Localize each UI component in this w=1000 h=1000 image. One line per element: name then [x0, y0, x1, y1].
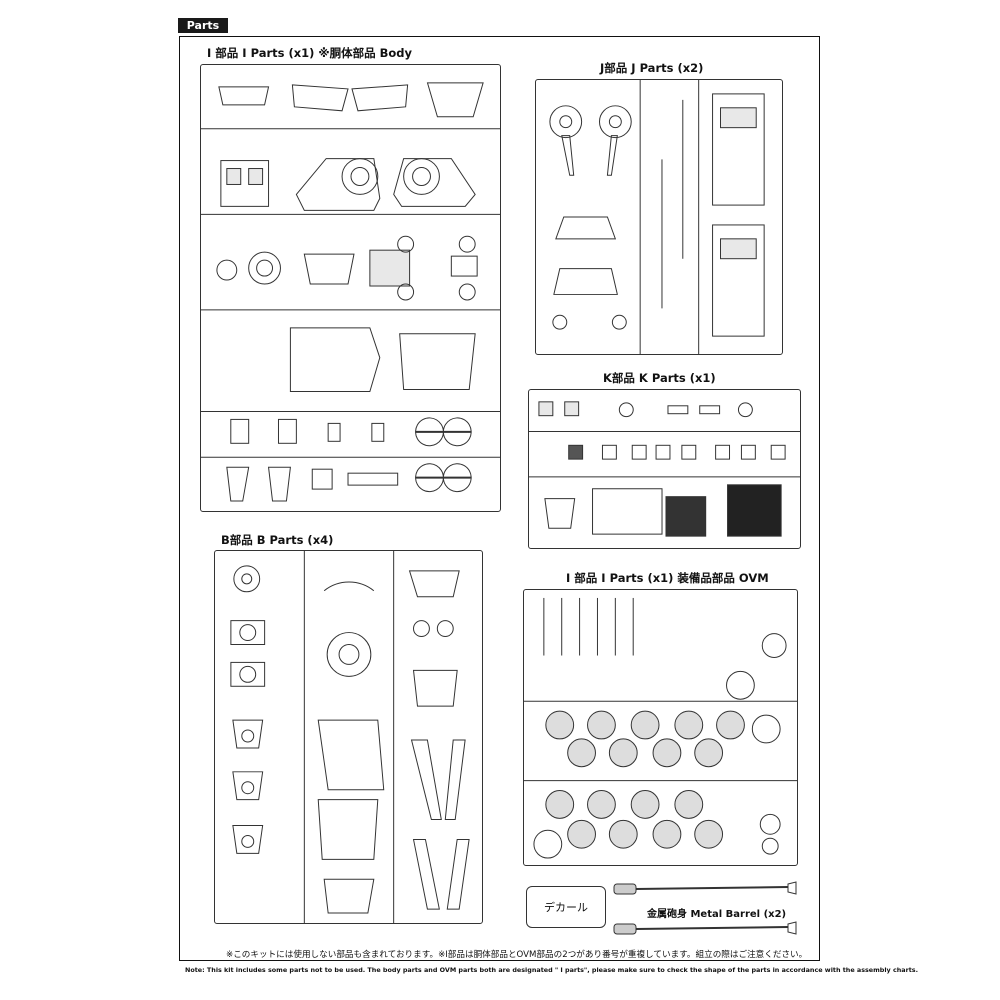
k-parts-runner-drawing	[529, 401, 800, 537]
k-parts-runner	[528, 389, 801, 549]
metal-barrel-label: 金属砲身 Metal Barrel (x2)	[647, 909, 787, 920]
b-parts-title: B部品 B Parts (x4)	[221, 533, 334, 547]
k-parts-title: K部品 K Parts (x1)	[603, 371, 716, 385]
metal-barrel-bottom	[613, 921, 797, 935]
b-parts-runner-drawing	[230, 551, 470, 923]
i-body-title: I 部品 I Parts (x1) ※胴体部品 Body	[207, 46, 412, 60]
i-body-runner	[200, 64, 501, 512]
j-parts-title: J部品 J Parts (x2)	[600, 61, 704, 75]
footer-note-jp: ※このキットには使用しない部品も含まれております。※I部品は胴体部品とOVM部品…	[226, 950, 808, 960]
parts-frame	[179, 36, 820, 961]
i-ovm-runner	[523, 589, 798, 866]
j-parts-runner-drawing	[549, 80, 765, 354]
decal-sheet: デカール	[526, 886, 606, 928]
i-body-runner-drawing	[201, 82, 500, 502]
b-parts-runner	[214, 550, 483, 924]
i-ovm-runner-drawing	[524, 597, 797, 859]
metal-barrel-top	[613, 881, 797, 895]
j-parts-runner	[535, 79, 783, 355]
parts-tab: Parts	[178, 18, 228, 33]
i-ovm-title: I 部品 I Parts (x1) 装備品部品 OVM	[566, 571, 769, 585]
footer-note-en: Note: This kit includes some parts not t…	[185, 966, 919, 974]
